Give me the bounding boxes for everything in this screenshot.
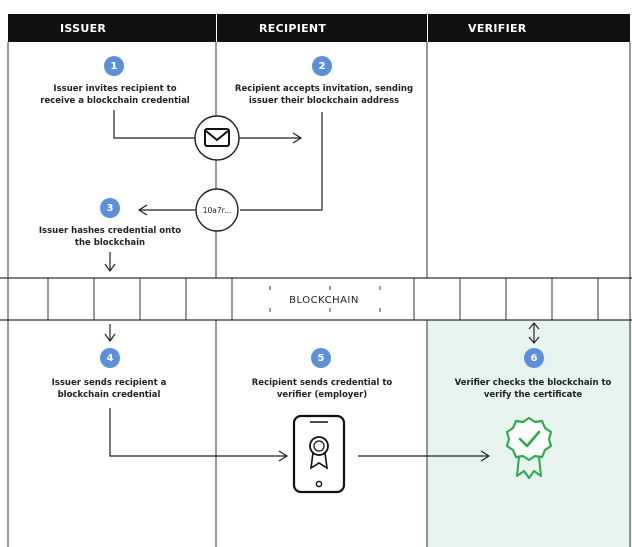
step-text-5: Recipient sends credential to verifier (…	[251, 378, 393, 400]
smartphone-certificate-icon	[292, 414, 346, 494]
step-badge-5: 5	[311, 348, 331, 368]
step-text-3: Issuer hashes credential onto the blockc…	[38, 226, 182, 248]
arrowhead	[104, 263, 116, 273]
column-header-recipient-label: RECIPIENT	[259, 21, 327, 35]
arrowhead	[278, 450, 289, 462]
step-badge-4: 4	[100, 348, 120, 368]
address-bubble	[195, 188, 239, 232]
verified-badge-icon	[505, 416, 553, 479]
column-header-verifier-label: VERIFIER	[468, 21, 527, 35]
address-label: 10a7r...	[203, 206, 231, 215]
step-text-6: Verifier checks the blockchain to verify…	[454, 378, 612, 400]
step-text-1: Issuer invites recipient to receive a bl…	[40, 84, 190, 106]
step-badge-1: 1	[104, 56, 124, 76]
step-text-2: Recipient accepts invitation, sending is…	[234, 84, 414, 106]
flow-line-send-credential	[109, 408, 286, 457]
arrowhead	[104, 333, 116, 343]
flow-line-address	[240, 112, 323, 211]
column-header-issuer: ISSUER	[8, 14, 216, 42]
arrowhead	[137, 204, 148, 216]
blockchain-label: BLOCKCHAIN	[289, 295, 359, 306]
column-header-issuer-label: ISSUER	[60, 21, 107, 35]
arrowhead	[480, 450, 491, 462]
column-header-verifier: VERIFIER	[428, 14, 630, 42]
blockchain-label-box	[262, 290, 388, 308]
double-arrow-icon	[528, 322, 540, 344]
step-text-4: Issuer sends recipient a blockchain cred…	[51, 378, 167, 400]
column-header-recipient: RECIPIENT	[217, 14, 427, 42]
step-badge-3: 3	[100, 198, 120, 218]
flow-line-invite	[113, 110, 196, 139]
step-badge-6: 6	[524, 348, 544, 368]
step-badge-2: 2	[312, 56, 332, 76]
blockchain-band	[0, 277, 632, 321]
arrowhead	[292, 132, 303, 144]
envelope-icon	[194, 115, 240, 161]
